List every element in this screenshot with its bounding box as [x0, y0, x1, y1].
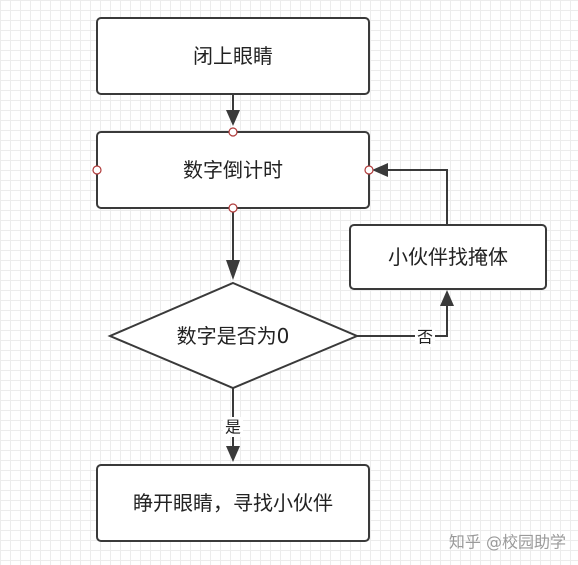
edge-label-no-text: 否: [417, 328, 433, 347]
node-countdown: 数字倒计时: [92, 127, 374, 213]
edge-label-yes-text: 是: [225, 418, 241, 437]
edge-decision-to-hide: [357, 290, 454, 337]
connection-port: [92, 165, 102, 175]
connection-port: [228, 127, 238, 137]
edge-countdown-to-decision: [226, 208, 240, 280]
arrowhead: [226, 110, 240, 126]
connection-port: [364, 165, 374, 175]
connection-port: [228, 203, 238, 213]
node-decision: 数字是否为0: [107, 281, 360, 390]
node-close-eyes-label: 闭上眼睛: [193, 44, 273, 68]
node-hide: 小伙伴找掩体: [349, 224, 547, 290]
node-close-eyes: 闭上眼睛: [96, 17, 370, 95]
node-countdown-label: 数字倒计时: [183, 158, 283, 182]
edge-hide-to-countdown: [372, 163, 448, 225]
edge-close-to-countdown: [226, 94, 240, 126]
watermark: 知乎 @校园助学: [449, 533, 566, 552]
arrowhead: [372, 163, 388, 177]
arrowhead: [440, 290, 454, 306]
node-open-eyes-label: 睁开眼睛，寻找小伙伴: [133, 491, 333, 515]
edge-label-no: 否: [415, 327, 435, 347]
arrowhead: [226, 446, 240, 462]
node-decision-label: 数字是否为0: [177, 324, 290, 348]
edge-label-yes: 是: [223, 417, 243, 437]
node-open-eyes: 睁开眼睛，寻找小伙伴: [96, 464, 370, 542]
node-hide-label: 小伙伴找掩体: [388, 245, 508, 269]
arrowhead: [226, 260, 240, 280]
